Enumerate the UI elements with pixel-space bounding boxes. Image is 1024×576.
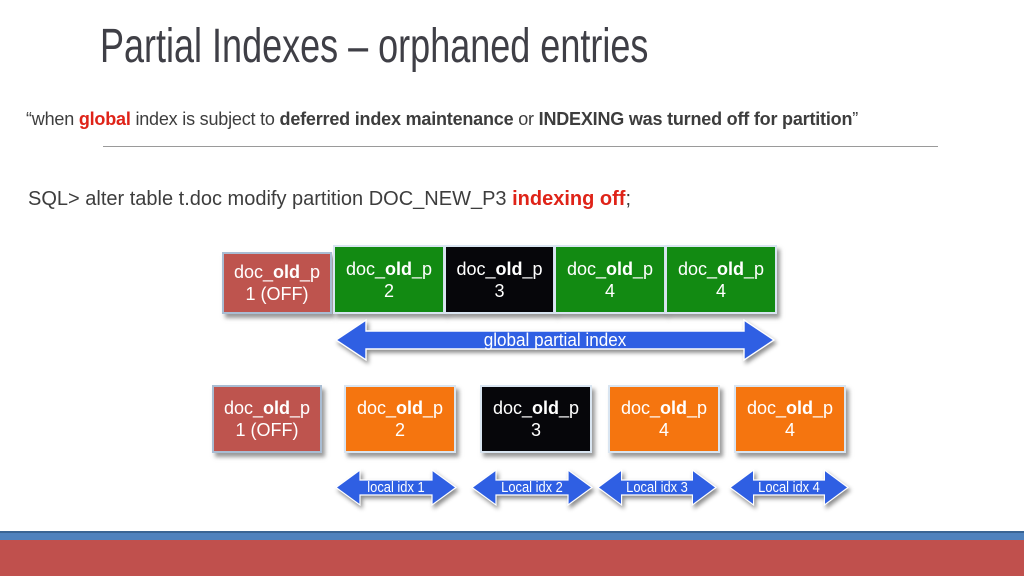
partition-label: doc_old_p	[492, 398, 580, 418]
local-arrow-label: local idx 1	[367, 479, 425, 496]
sql-indexing-off-highlight: indexing off	[512, 188, 626, 210]
footer-red-bar	[0, 540, 1024, 576]
local-idx-1-arrow: local idx 1	[334, 467, 458, 508]
local-idx-2-arrow: Local idx 2	[470, 467, 594, 508]
local-arrow-label: Local idx 4	[758, 479, 820, 496]
partition-box-local-p1-off: doc_old_p 1 (OFF)	[212, 385, 322, 453]
double-arrow-icon	[334, 468, 458, 507]
quote-seg2: or	[513, 109, 539, 129]
partition-number: 2	[383, 280, 394, 301]
partition-label: doc_old_p	[620, 398, 708, 418]
quote-open: “when	[26, 109, 79, 129]
quote-global-highlight: global	[78, 109, 131, 129]
partition-label: doc_old_p	[356, 398, 444, 418]
quote-underline	[103, 146, 938, 147]
double-arrow-icon	[728, 468, 850, 507]
double-arrow-icon	[596, 468, 718, 507]
partition-label: doc_old_p	[233, 262, 321, 282]
partition-label: doc_old_p	[456, 258, 543, 279]
quote-text: “when global index is subject to deferre…	[26, 109, 858, 130]
sql-semicolon: ;	[625, 188, 631, 210]
partition-number: 1 (OFF)	[235, 420, 299, 440]
global-arrow-label: global partial index	[483, 329, 627, 350]
partition-number: 4	[784, 420, 795, 440]
partition-number: 3	[494, 280, 505, 301]
local-arrow-label: Local idx 2	[501, 479, 563, 496]
partition-number: 4	[658, 420, 669, 440]
global-partial-index-arrow: global partial index	[334, 318, 776, 362]
sql-statement: SQL> alter table t.doc modify partition …	[28, 188, 631, 211]
partition-label: doc_old_p	[566, 258, 654, 279]
partition-number: 4	[604, 280, 615, 301]
local-idx-4-arrow: Local idx 4	[728, 467, 850, 508]
quote-seg1: index is subject to	[130, 109, 280, 129]
partition-label: doc_old_p	[345, 258, 433, 279]
partition-box-local-p3-orphaned: doc_old_p 3	[480, 385, 592, 453]
partition-box-global-p4b: doc_old_p 4	[665, 245, 777, 314]
quote-close: ”	[852, 109, 859, 129]
partition-box-global-p3-orphaned: doc_old_p 3	[444, 245, 555, 314]
double-arrow-icon	[334, 318, 776, 362]
partition-box-global-p4a: doc_old_p 4	[554, 245, 666, 314]
partition-box-local-p2: doc_old_p 2	[344, 385, 456, 453]
partition-box-global-p1-off: doc_old_p 1 (OFF)	[222, 252, 332, 314]
local-arrow-label: Local idx 3	[626, 479, 688, 496]
partition-label: doc_old_p	[746, 398, 834, 418]
quote-em-deferred: deferred index maintenance	[279, 109, 514, 129]
partition-number: 1 (OFF)	[245, 284, 309, 304]
local-idx-3-arrow: Local idx 3	[596, 467, 718, 508]
double-arrow-icon	[470, 468, 594, 507]
partition-number: 4	[715, 280, 726, 301]
partition-box-global-p2: doc_old_p 2	[333, 245, 445, 314]
partition-box-local-p4b: doc_old_p 4	[734, 385, 846, 453]
partition-label: doc_old_p	[223, 398, 311, 418]
quote-em-indexing: INDEXING was turned off for partition	[538, 109, 853, 129]
footer-blue-bar	[0, 531, 1024, 540]
partition-box-local-p4a: doc_old_p 4	[608, 385, 720, 453]
partition-number: 3	[530, 420, 541, 440]
slide-title: Partial Indexes – orphaned entries	[100, 20, 649, 73]
partition-number: 2	[394, 420, 405, 440]
partition-label: doc_old_p	[677, 258, 765, 279]
sql-text: SQL> alter table t.doc modify partition …	[28, 188, 513, 210]
